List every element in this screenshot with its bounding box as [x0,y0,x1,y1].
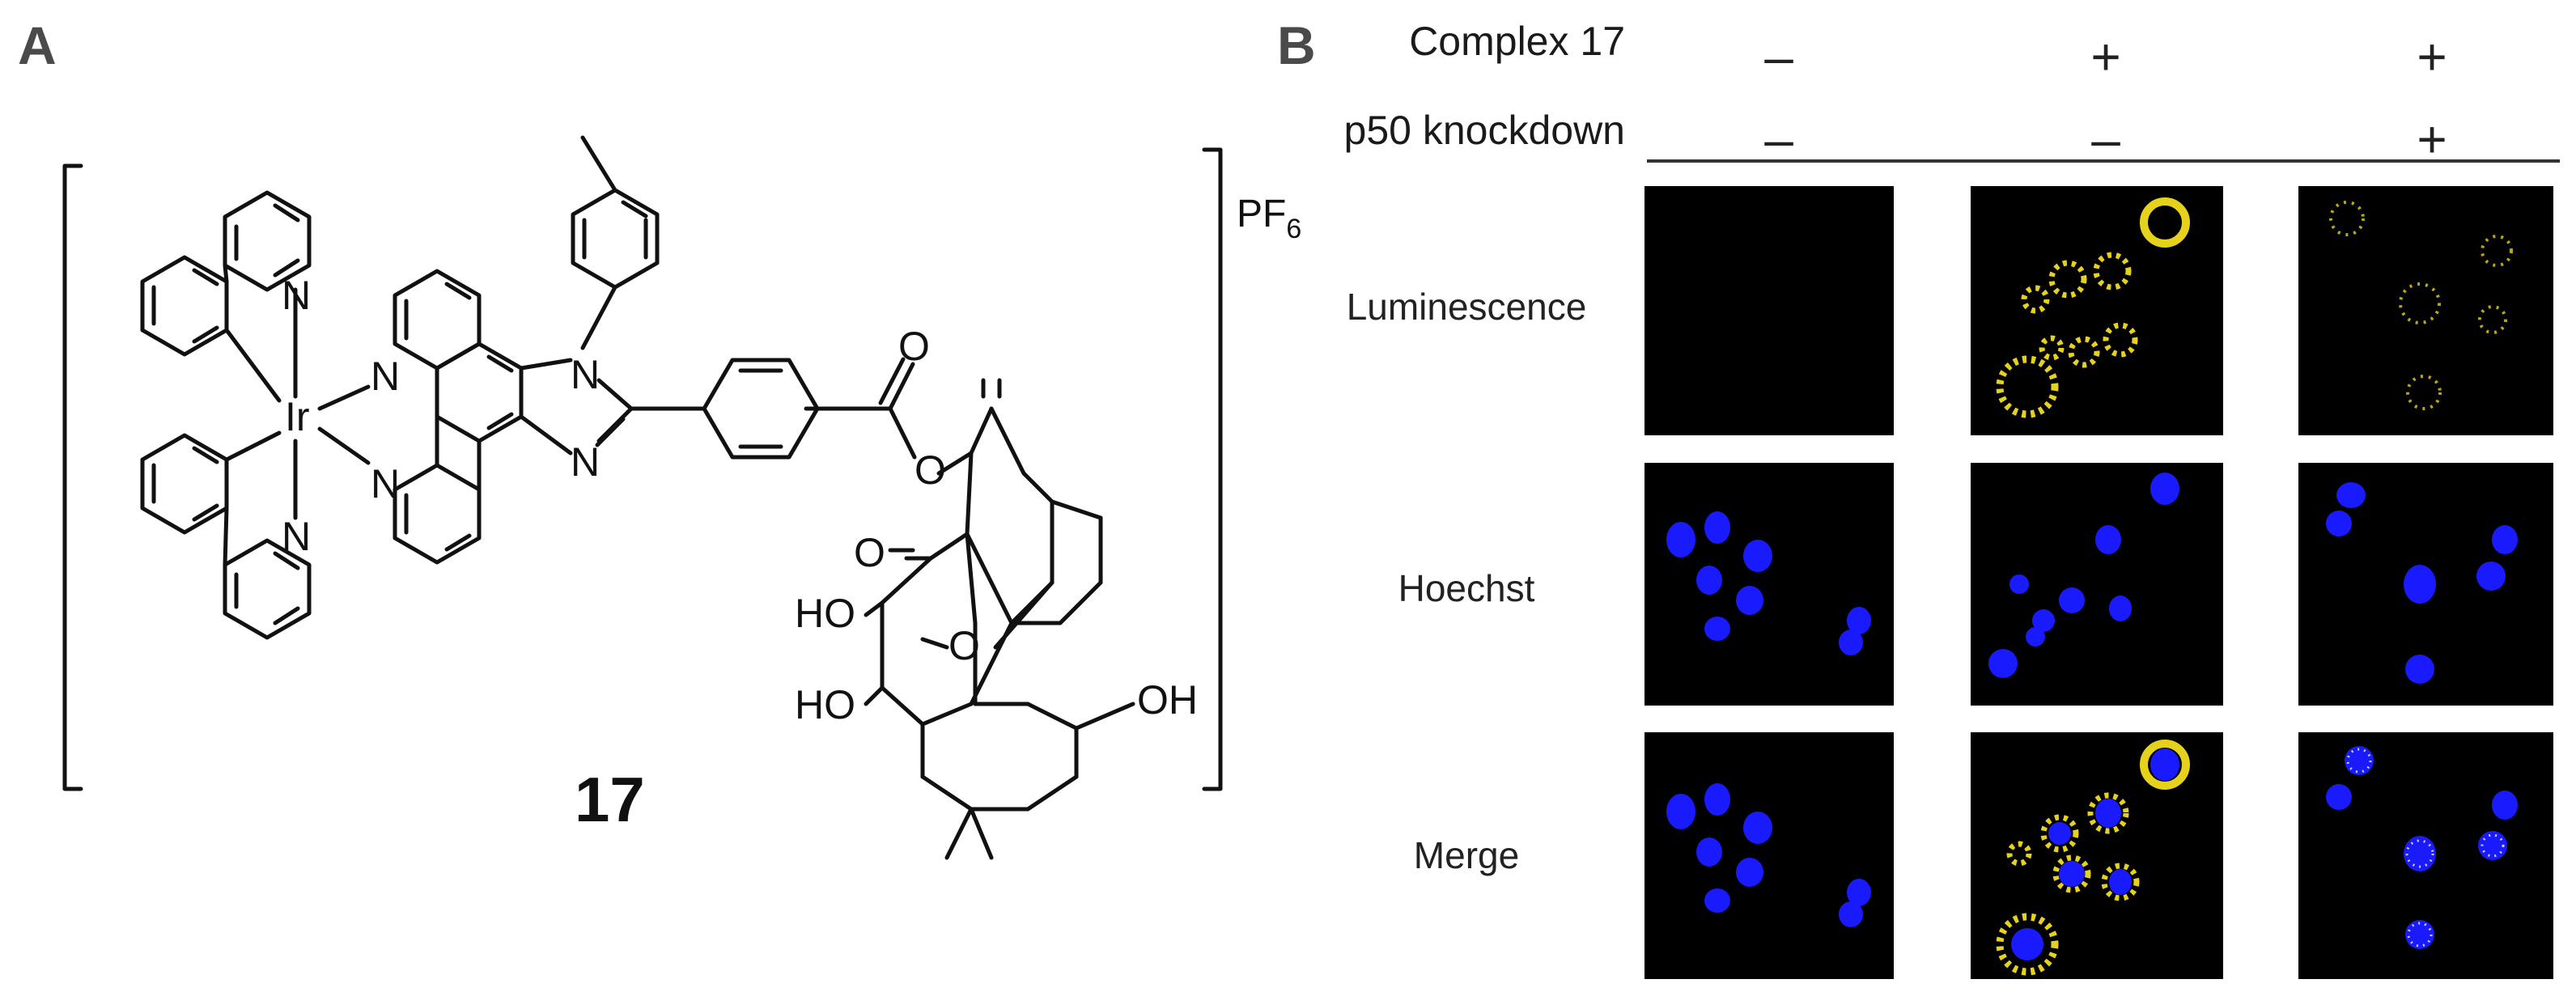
micrograph-luminescence-knockdown [2298,186,2553,435]
compound-number: 17 [575,764,645,835]
micrograph-hoechst-complex [1971,463,2223,706]
condition-label-complex: Complex 17 [1409,19,1625,64]
row-label-luminescence: Luminescence [1346,286,1587,328]
atom-label-n: N [571,439,600,485]
atom-label-ho: HO [795,682,855,727]
micrograph-merge-control [1644,732,1894,979]
atom-label-n: N [282,273,311,318]
sign-knockdown-col1: – [1764,110,1793,168]
condition-label-knockdown: p50 knockdown [1343,108,1625,153]
sign-complex-col3: + [2417,28,2447,86]
chemical-structure-17: Ir N N N N N N O O O O HO HO OH PF6 17 [62,135,1301,860]
micrograph-luminescence-complex [1971,186,2223,435]
micrograph-hoechst-control [1644,463,1894,706]
atom-label-o: O [854,530,885,575]
panel-label-b: B [1277,15,1316,75]
sign-complex-col1: – [1764,28,1793,86]
micrograph-luminescence-control [1644,186,1894,435]
counterion-label: PF6 [1237,193,1301,244]
sign-knockdown-col3: + [2417,110,2447,168]
row-label-merge: Merge [1413,834,1520,876]
panel-label-a: A [18,15,57,75]
sign-complex-col2: + [2090,28,2121,86]
atom-label-o: O [948,623,980,668]
micrograph-hoechst-knockdown [2298,463,2553,706]
atom-label-oh: OH [1137,677,1198,723]
atom-label-o: O [915,447,946,493]
atom-label-o: O [898,324,930,369]
atom-label-n: N [282,514,311,559]
atom-label-n: N [571,352,600,397]
atom-label-n: N [371,461,400,507]
micrograph-merge-knockdown [2298,732,2553,979]
row-label-hoechst: Hoechst [1398,567,1535,609]
atom-label-ho: HO [795,591,855,636]
header-divider [1647,159,2560,163]
atom-label-n: N [371,354,400,399]
sign-knockdown-col2: – [2091,110,2120,168]
atom-label-ir: Ir [285,394,310,439]
micrograph-merge-complex [1971,732,2223,979]
